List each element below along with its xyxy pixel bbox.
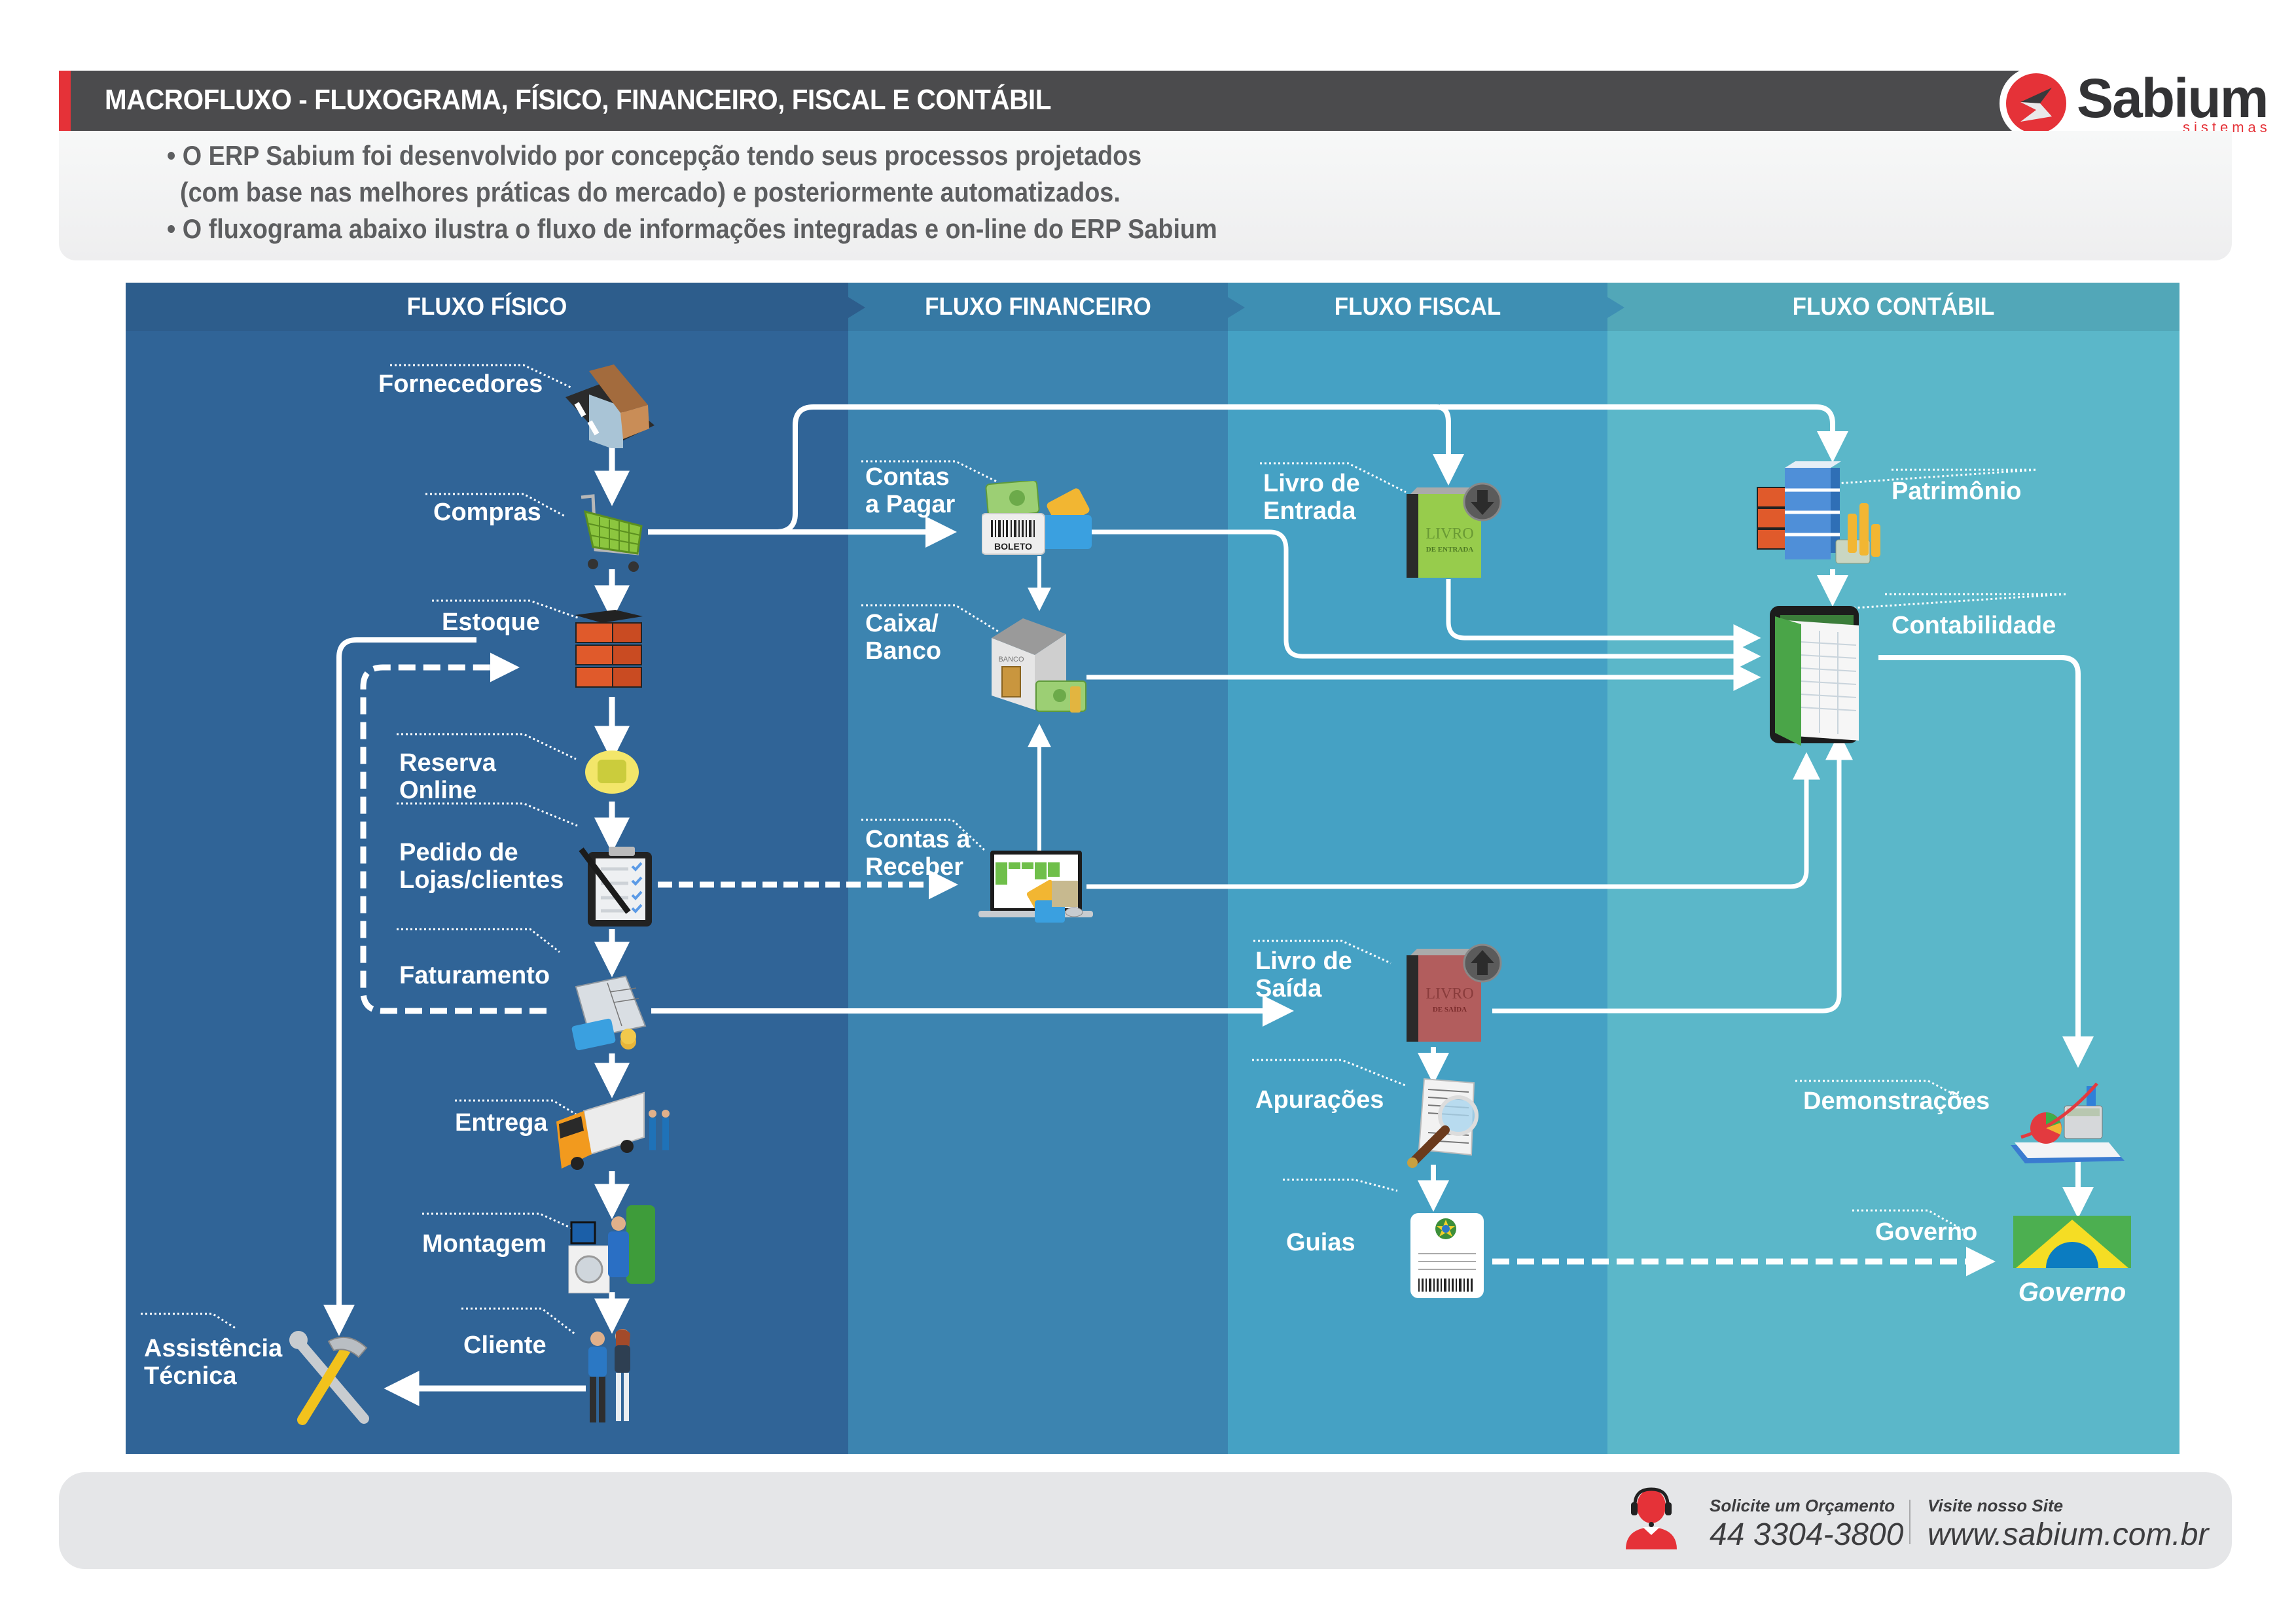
- label-apuracoes: Apurações: [1255, 1086, 1384, 1114]
- intro-line-3: • O fluxograma abaixo ilustra o fluxo de…: [167, 213, 1217, 244]
- column-header: FLUXO FINANCEIRO: [848, 283, 1228, 331]
- page-title: MACROFLUXO - FLUXOGRAMA, FÍSICO, FINANCE…: [105, 84, 1051, 116]
- customers-icon: [579, 1328, 645, 1426]
- label-caixa: Caixa/Banco: [865, 610, 941, 665]
- reservation-button-icon: [584, 749, 639, 795]
- label-line: Lojas/clientes: [399, 866, 564, 894]
- label-line: Técnica: [144, 1362, 237, 1390]
- delivery-truck-icon: [551, 1091, 675, 1173]
- label-governo: Governo: [1875, 1218, 1978, 1246]
- label-line: Caixa/: [865, 610, 939, 637]
- bank-icon: BANCO: [978, 618, 1090, 716]
- label-estoque: Estoque: [442, 609, 540, 636]
- column-title: FLUXO CONTÁBIL: [1792, 293, 1995, 321]
- footer-bar: [59, 1472, 2232, 1569]
- label-faturamento: Faturamento: [399, 962, 550, 989]
- shopping-cart-icon: [573, 491, 652, 576]
- clipboard-checklist-icon: [576, 844, 655, 929]
- document-magnifier-icon: [1401, 1076, 1492, 1171]
- title-bar: [59, 71, 2022, 131]
- support-agent-icon: [1622, 1487, 1681, 1552]
- column-title: FLUXO FÍSICO: [406, 293, 567, 321]
- cover-title: LIVRO: [1426, 525, 1473, 542]
- label-compras: Compras: [433, 499, 541, 526]
- footer-site-label: Visite nosso Site: [1928, 1496, 2064, 1515]
- warehouse-icon: [564, 363, 656, 453]
- label-montagem: Montagem: [422, 1230, 547, 1258]
- label-entrega: Entrega: [455, 1109, 548, 1137]
- label-line: Livro de: [1255, 947, 1352, 975]
- footer-quote-label: Solicite um Orçamento: [1710, 1496, 1895, 1515]
- label-line: Contas: [865, 463, 950, 491]
- boleto-icon: BOLETO: [981, 480, 1093, 556]
- cover-subtitle: DE ENTRADA: [1426, 546, 1473, 554]
- brazil-flag-icon: Governo: [2013, 1216, 2131, 1307]
- label-line: Livro de: [1263, 470, 1360, 497]
- financial-charts-icon: [2008, 1080, 2129, 1168]
- intro-panel: • O ERP Sabium foi desenvolvido por conc…: [59, 131, 2232, 260]
- accounting-book-icon: [1767, 602, 1878, 752]
- building-assets-icon: [1756, 461, 1893, 573]
- cover-title: LIVRO: [1426, 985, 1473, 1002]
- label-fornecedores: Fornecedores: [378, 370, 543, 398]
- logo-arrow-icon: [2006, 73, 2066, 133]
- footer-site-link[interactable]: www.sabium.com.br: [1928, 1517, 2209, 1552]
- tools-icon: [288, 1328, 373, 1426]
- footer-phone[interactable]: 44 3304-3800: [1710, 1517, 1904, 1552]
- label-line: Banco: [865, 637, 942, 665]
- label-line: Receber: [865, 853, 963, 881]
- cover-subtitle: DE SAÍDA: [1433, 1006, 1467, 1014]
- label-line: Reserva: [399, 749, 496, 777]
- appliance-technician-icon: [566, 1204, 661, 1296]
- laptop-money-icon: [978, 851, 1093, 926]
- footer-divider: [1909, 1500, 1910, 1544]
- label-cliente: Cliente: [463, 1332, 547, 1359]
- header-chevron: [1228, 297, 1245, 318]
- label-line: Pedido de: [399, 839, 518, 866]
- label-demonstracoes: Demonstrações: [1803, 1087, 1990, 1115]
- tax-form-icon: [1409, 1212, 1485, 1300]
- column-title: FLUXO FINANCEIRO: [925, 293, 1151, 321]
- ledger-out-icon: LIVRO DE SAÍDA: [1404, 942, 1502, 1047]
- sabium-logo: Sabium sistemas: [2000, 65, 2269, 140]
- intro-line-1: • O ERP Sabium foi desenvolvido por conc…: [167, 140, 1142, 171]
- label-line: Contas a: [865, 826, 971, 853]
- label-patrimonio: Patrimônio: [1892, 478, 2022, 505]
- bank-text: BANCO: [998, 656, 1024, 663]
- column-header: FLUXO FÍSICO: [126, 283, 848, 331]
- stock-shelves-icon: [569, 609, 648, 690]
- column-title: FLUXO FISCAL: [1334, 293, 1501, 321]
- label-contabilidade: Contabilidade: [1892, 612, 2056, 639]
- label-line: a Pagar: [865, 491, 956, 518]
- label-guias: Guias: [1286, 1229, 1355, 1256]
- header-chevron: [1607, 297, 1624, 318]
- boleto-text: BOLETO: [994, 541, 1032, 552]
- invoice-icon: [568, 974, 650, 1055]
- column-header: FLUXO FISCAL: [1228, 283, 1607, 331]
- label-line: Online: [399, 777, 477, 804]
- column-header: FLUXO CONTÁBIL: [1607, 283, 2179, 331]
- title-accent: [59, 71, 71, 131]
- intro-line-2: (com base nas melhores práticas do merca…: [180, 177, 1121, 207]
- label-line: Entrada: [1263, 497, 1356, 525]
- label-line: Saída: [1255, 975, 1322, 1002]
- label-line: Assistência: [144, 1335, 283, 1362]
- logo-wordmark: Sabium: [2077, 67, 2269, 129]
- ledger-in-icon: LIVRO DE ENTRADA: [1404, 481, 1502, 582]
- header-chevron: [848, 297, 865, 318]
- flag-caption: Governo: [2018, 1278, 2126, 1307]
